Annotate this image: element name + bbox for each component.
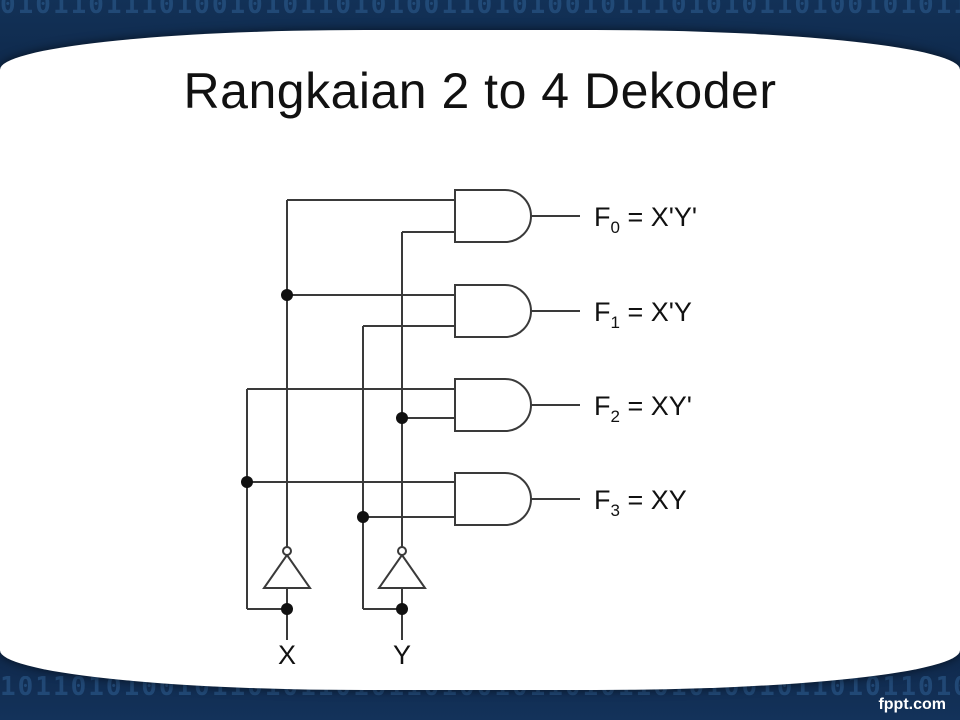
junction-dot: [281, 289, 293, 301]
junction-dot: [357, 511, 369, 523]
binary-pattern-top: 0101101110100101011010100110101001011101…: [0, 0, 960, 16]
output-label-1: F1 = X'Y: [594, 297, 692, 332]
output-label-3: F3 = XY: [594, 485, 687, 520]
slide-title: Rangkaian 2 to 4 Dekoder: [183, 63, 777, 119]
not-gate-x: [262, 553, 312, 589]
input-label-y: Y: [393, 640, 411, 670]
junction-dot: [241, 476, 253, 488]
fppt-watermark: fppt.com: [878, 696, 946, 713]
content-panel: [0, 30, 960, 690]
and-gate-3: [454, 472, 532, 526]
and-gate-0: [454, 189, 532, 243]
not-gate-x-bubble: [282, 546, 292, 556]
junction-dot: [396, 412, 408, 424]
not-gate-y-bubble: [397, 546, 407, 556]
not-gate-y: [377, 553, 427, 589]
and-gate-1: [454, 284, 532, 338]
output-label-0: F0 = X'Y': [594, 202, 697, 237]
input-label-x: X: [278, 640, 296, 670]
junction-dot: [281, 603, 293, 615]
junction-dot: [396, 603, 408, 615]
and-gate-2: [454, 378, 532, 432]
output-label-2: F2 = XY': [594, 391, 692, 426]
